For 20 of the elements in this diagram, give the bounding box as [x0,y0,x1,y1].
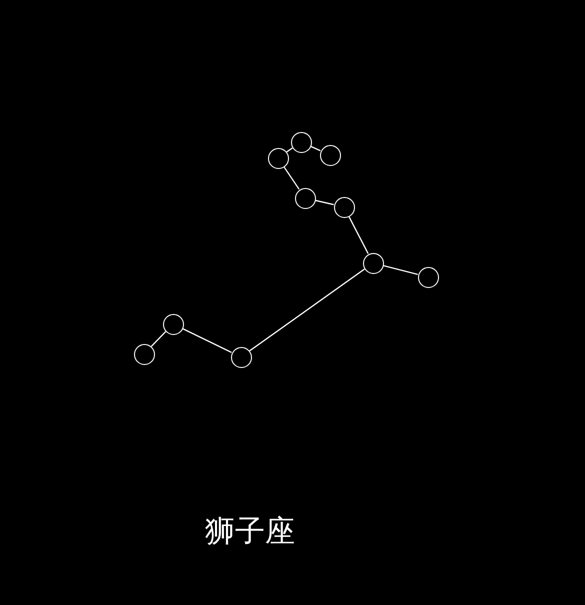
connector-line [383,265,418,275]
connector-line [310,146,321,152]
star-circle [230,346,252,368]
connector-line [348,216,369,254]
star-circle [268,148,288,168]
star-circle [290,132,312,152]
star-circle [320,144,340,166]
connector-line [249,268,365,352]
connector-line [286,148,293,152]
connector-line [182,328,232,353]
star-circle [362,252,384,274]
constellation-title: 狮子座 [204,515,296,548]
star-circle [418,266,438,288]
star-circle [334,196,354,218]
connector-line [283,166,300,190]
star-circle [134,344,154,364]
star-circle [294,188,316,208]
connector-line [315,200,334,206]
connector-line [150,331,166,347]
star-circle [162,314,184,334]
